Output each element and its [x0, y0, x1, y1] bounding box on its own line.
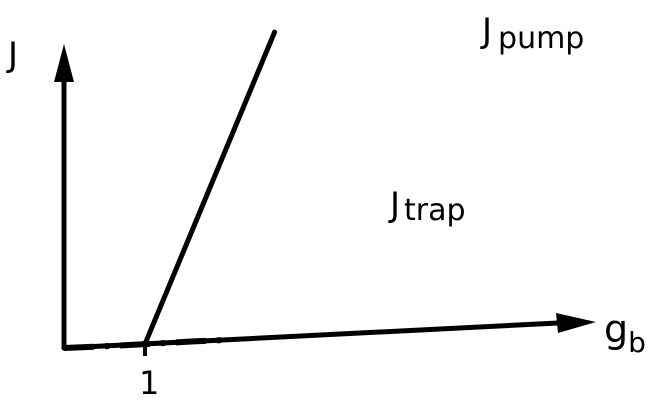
series-label-jpump-main: J [480, 11, 492, 51]
y-axis-label: J [6, 35, 18, 75]
series-label-jpump-rest: pump [498, 21, 584, 56]
y-axis-arrowhead [54, 44, 74, 82]
x-axis-label-main: g [604, 307, 628, 351]
series-line-jpump [142, 29, 278, 347]
x-tick-label: 1 [139, 364, 159, 402]
series-label-jtrap-main: J [388, 185, 400, 225]
x-axis-label-sub: b [628, 326, 646, 359]
x-axis-arrowhead [556, 313, 596, 333]
series-label-jtrap-rest: trap [404, 193, 466, 228]
x-axis-label: gb [604, 307, 646, 359]
series-line-jtrap [63, 336, 227, 351]
